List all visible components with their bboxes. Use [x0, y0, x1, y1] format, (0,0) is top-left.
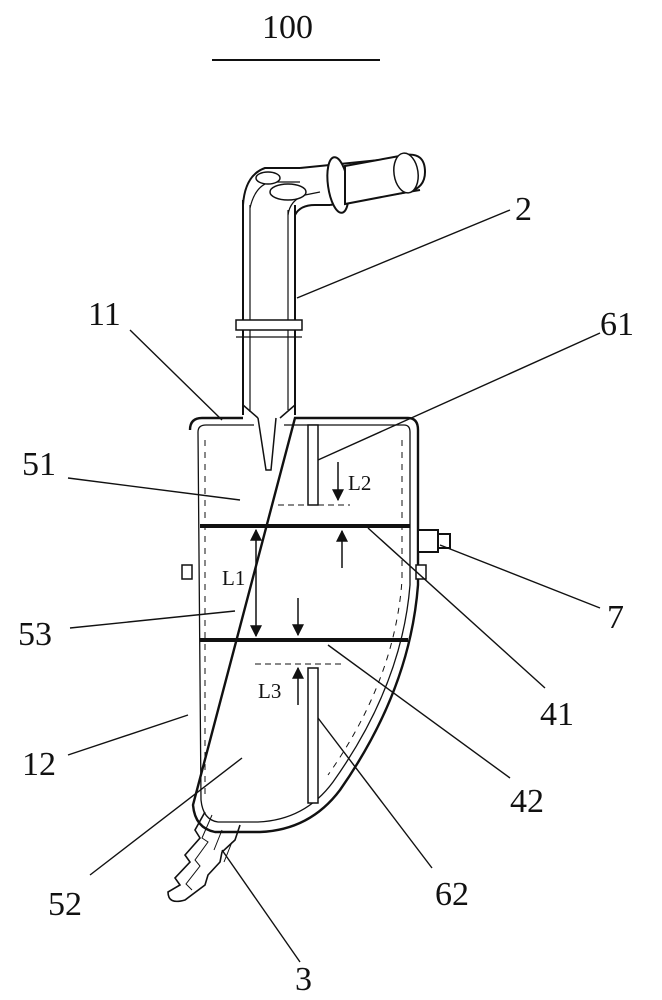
label-61: 61	[600, 306, 634, 343]
label-41: 41	[540, 696, 574, 733]
label-52: 52	[48, 886, 82, 923]
housing	[182, 418, 426, 832]
label-53: 53	[18, 616, 52, 653]
label-2: 2	[515, 191, 532, 228]
label-7: 7	[607, 599, 624, 636]
l2-dimension	[338, 462, 342, 568]
leader-lines	[68, 210, 600, 962]
label-62: 62	[435, 876, 469, 913]
figure-title: 100	[262, 9, 313, 46]
upper-baffle	[308, 425, 318, 505]
side-port	[418, 530, 450, 552]
l3-label: L3	[258, 679, 281, 703]
l2-label: L2	[348, 471, 371, 495]
l1-label: L1	[222, 566, 245, 590]
label-42: 42	[510, 783, 544, 820]
outlet-pipe	[236, 152, 425, 470]
lower-baffle	[308, 668, 318, 803]
drain-fitting	[168, 812, 240, 901]
label-3: 3	[295, 961, 312, 998]
label-11: 11	[88, 296, 121, 333]
label-51: 51	[22, 446, 56, 483]
label-12: 12	[22, 746, 56, 783]
